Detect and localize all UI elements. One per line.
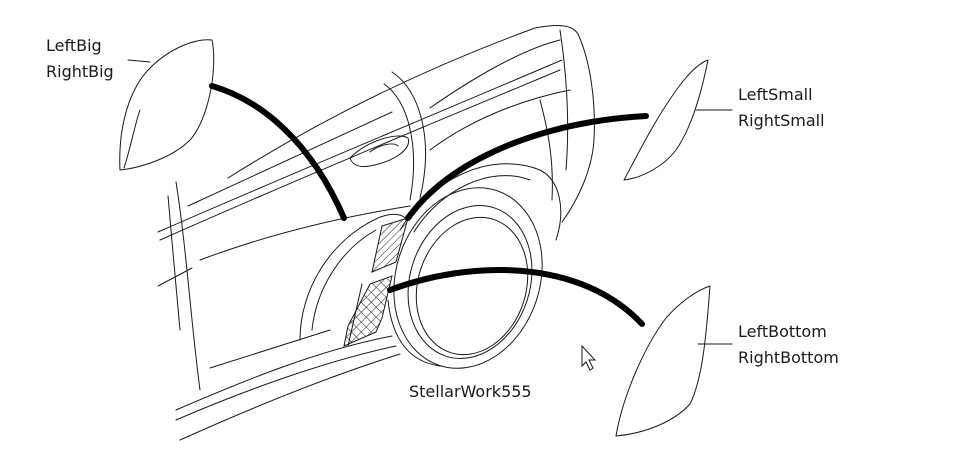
- label-right-small: RightSmall: [738, 111, 825, 130]
- label-small: LeftSmall RightSmall: [738, 82, 825, 134]
- mouse-pointer-icon: [581, 344, 597, 371]
- car-body: [157, 25, 595, 441]
- arc-bottom: [387, 266, 645, 327]
- part-big: [119, 39, 215, 171]
- watermark-text: StellarWork555: [409, 382, 532, 401]
- label-left-small: LeftSmall: [738, 85, 813, 104]
- label-left-bottom: LeftBottom: [738, 322, 827, 341]
- part-small: [623, 59, 733, 181]
- arc-small: [405, 113, 649, 221]
- callout-arcs: [209, 83, 649, 327]
- arc-big: [209, 83, 347, 221]
- label-big: LeftBig RightBig: [46, 33, 114, 85]
- label-bottom: LeftBottom RightBottom: [738, 319, 839, 371]
- part-bottom: [615, 285, 733, 437]
- label-left-big: LeftBig: [46, 36, 102, 55]
- label-right-bottom: RightBottom: [738, 348, 839, 367]
- label-right-big: RightBig: [46, 62, 114, 81]
